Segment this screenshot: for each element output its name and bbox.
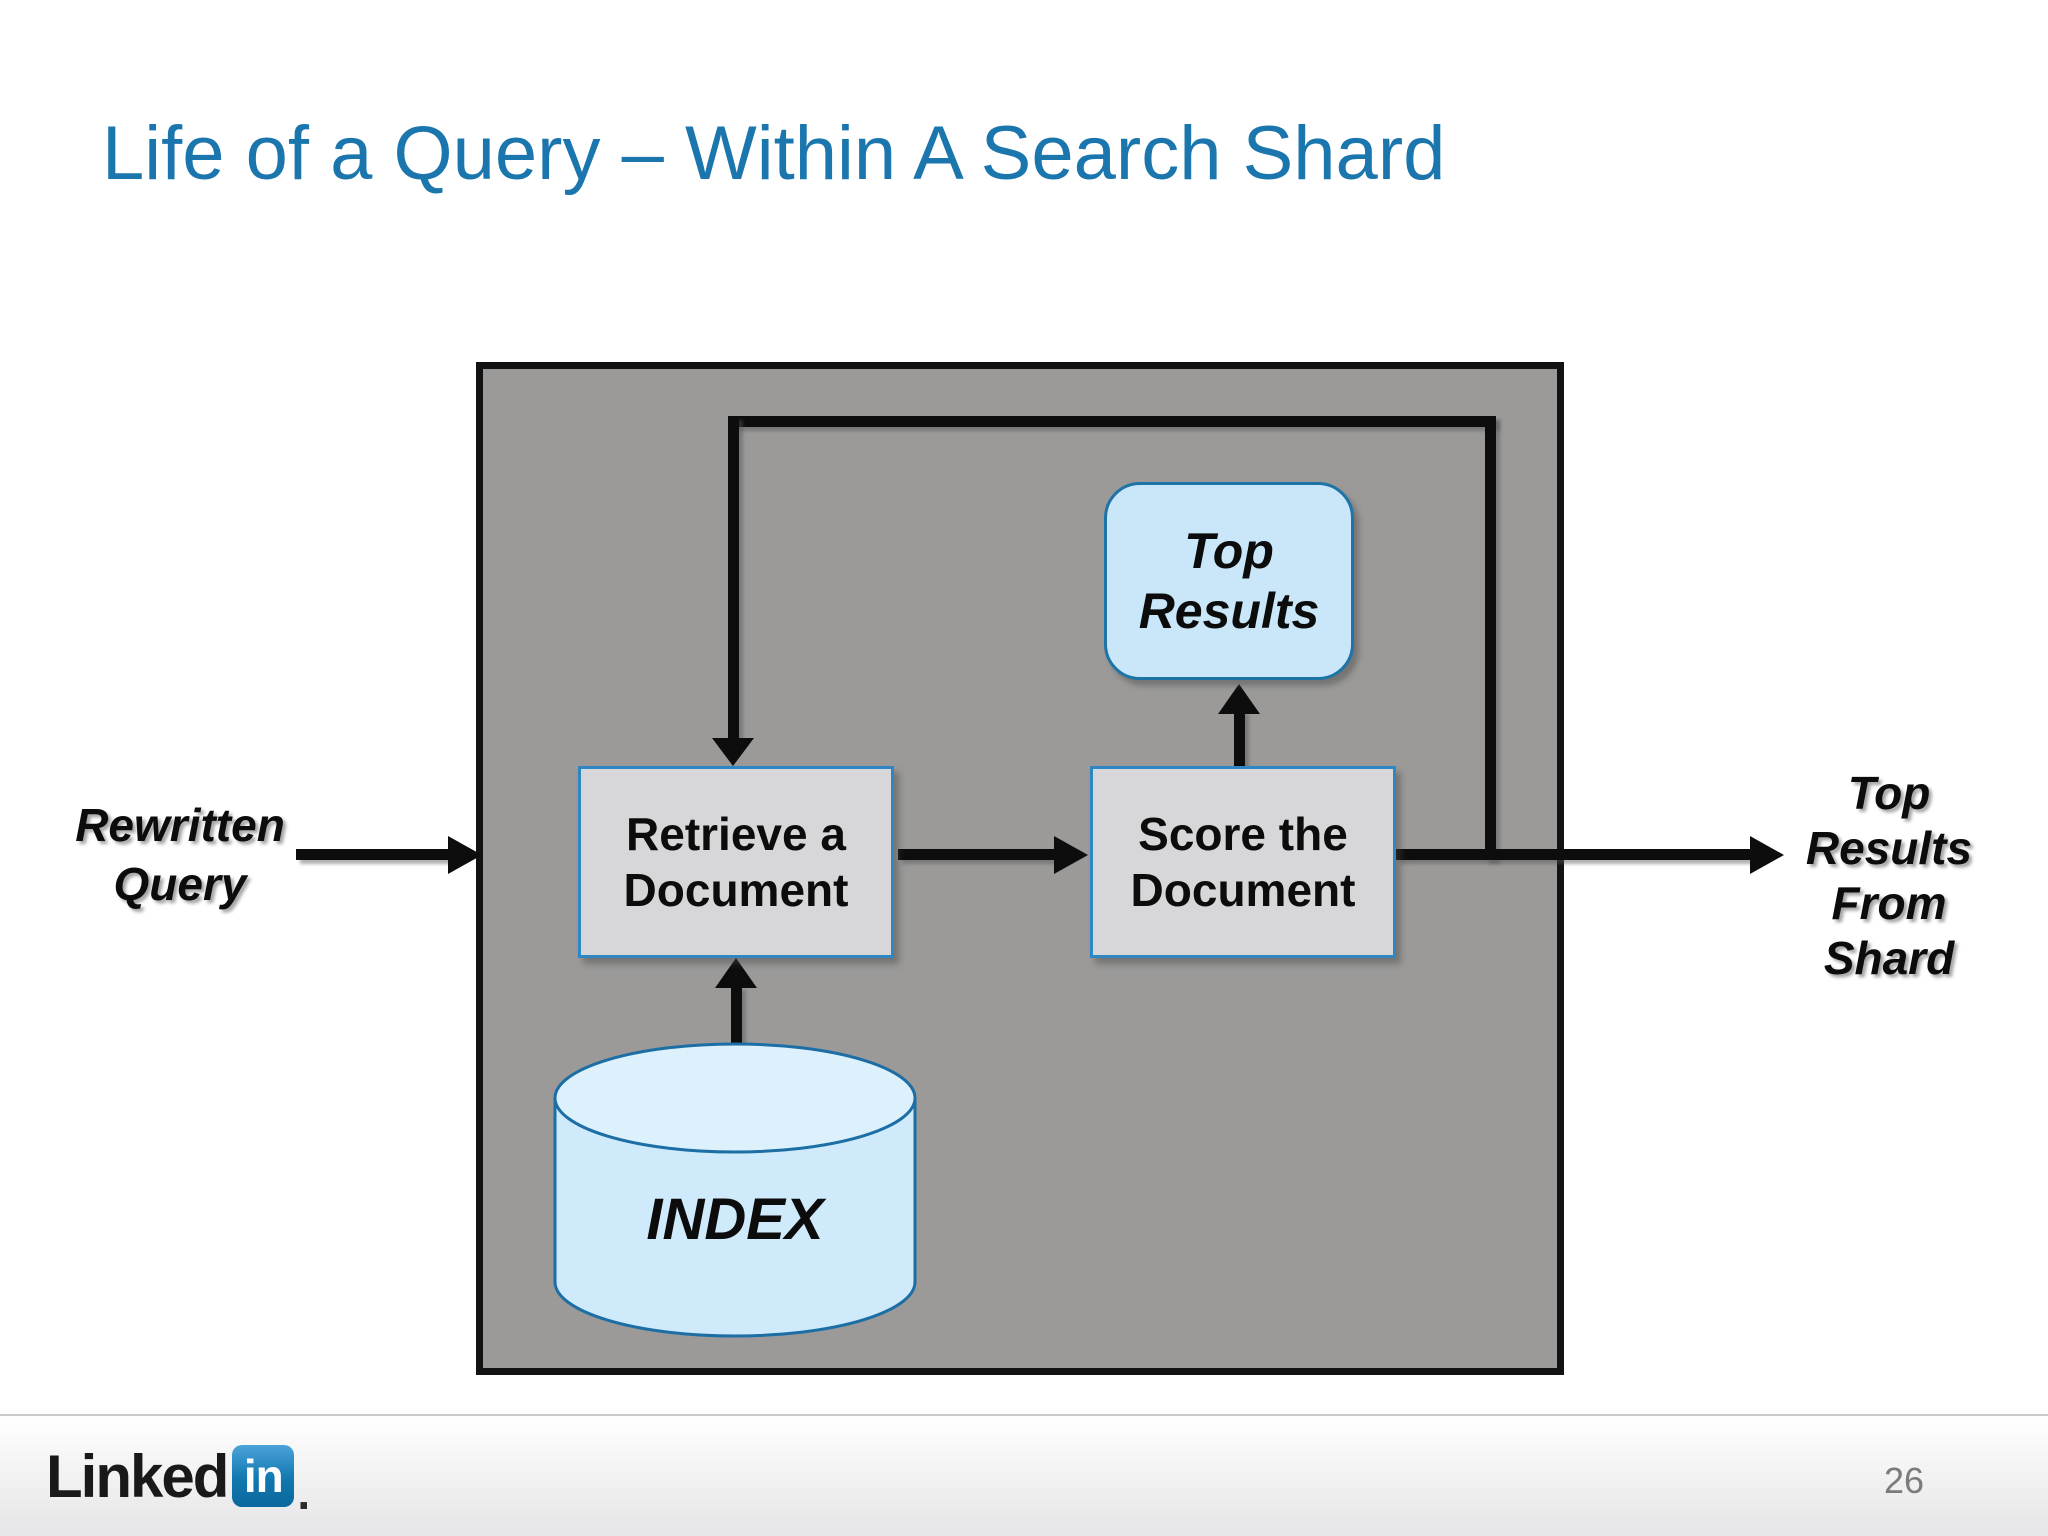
loop-arrowhead-down-icon (712, 738, 754, 766)
footer-separator (0, 1414, 2048, 1416)
footer-bar (0, 1416, 2048, 1536)
linkedin-logo-wordmark: Linked (46, 1442, 229, 1510)
rewritten-query-label: Rewritten Query (75, 799, 285, 910)
arrow-output-head-icon (1750, 836, 1784, 874)
index-label: INDEX (646, 1187, 824, 1252)
linkedin-logo-period: . (297, 1467, 311, 1519)
arrow-input-line (296, 849, 448, 860)
arrow-input-head-icon (448, 836, 482, 874)
top-results-from-shard-label: Top Results From Shard (1805, 767, 1973, 984)
index-database-cylinder-icon (553, 1042, 917, 1338)
loop-top-line (728, 416, 1496, 427)
arrow-score-to-topresults-line (1234, 710, 1245, 766)
arrow-index-to-retrieve-head-icon (715, 958, 757, 988)
linkedin-logo: Linked in . (46, 1442, 311, 1519)
slide-page-number: 26 (1884, 1460, 1925, 1501)
arrow-output-line (1396, 849, 1750, 860)
loop-left-line (728, 416, 739, 740)
arrow-index-to-retrieve-line (731, 986, 742, 1044)
linkedin-in-badge-icon: in (232, 1445, 295, 1507)
arrow-retrieve-to-score-head-icon (1054, 836, 1088, 874)
arrow-retrieve-to-score-line (898, 849, 1054, 860)
page-title: Life of a Query – Within A Search Shard (102, 111, 1446, 196)
node-score-the-document: Score the Document (1090, 766, 1396, 958)
loop-right-line (1485, 416, 1496, 860)
node-top-results: Top Results (1104, 482, 1354, 680)
arrow-score-to-topresults-head-icon (1218, 684, 1260, 714)
node-retrieve-a-document: Retrieve a Document (578, 766, 894, 958)
